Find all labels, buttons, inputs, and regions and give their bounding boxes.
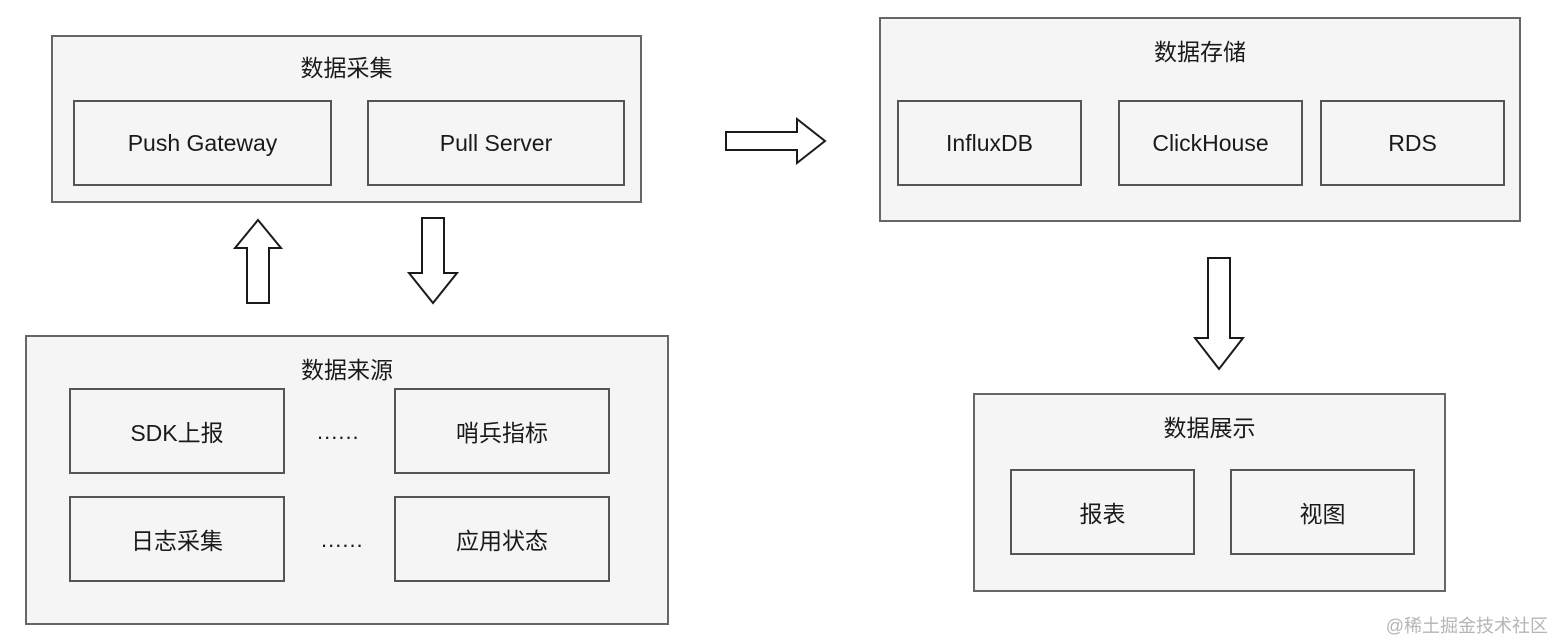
arrow-down-collection-to-source <box>406 217 460 305</box>
node-rds[interactable]: RDS <box>1320 100 1505 186</box>
node-pull-server[interactable]: Pull Server <box>367 100 625 186</box>
watermark: @稀土掘金技术社区 <box>1385 616 1548 636</box>
node-log-collection[interactable]: 日志采集 <box>69 496 285 582</box>
group-title-collection: 数据采集 <box>300 55 393 81</box>
arrow-down-storage-to-display <box>1192 257 1246 371</box>
node-report[interactable]: 报表 <box>1010 469 1195 555</box>
group-data-display: 数据展示 报表 视图 <box>973 393 1446 592</box>
node-influxdb[interactable]: InfluxDB <box>897 100 1082 186</box>
group-title-source: 数据来源 <box>301 357 393 383</box>
group-data-collection: 数据采集 Push Gateway Pull Server <box>51 35 642 203</box>
ellipsis-row-2: ...... <box>321 527 364 552</box>
node-app-status[interactable]: 应用状态 <box>394 496 610 582</box>
arrow-up-source-to-collection <box>232 218 284 304</box>
group-data-source: 数据来源 SDK上报 ...... 哨兵指标 日志采集 ...... 应用状态 <box>25 335 669 625</box>
node-view[interactable]: 视图 <box>1230 469 1415 555</box>
group-title-display: 数据展示 <box>1163 415 1256 441</box>
node-sentinel-metrics[interactable]: 哨兵指标 <box>394 388 610 474</box>
arrow-right-collection-to-storage <box>725 116 827 166</box>
node-clickhouse[interactable]: ClickHouse <box>1118 100 1303 186</box>
group-title-storage: 数据存储 <box>1154 39 1246 65</box>
node-push-gateway[interactable]: Push Gateway <box>73 100 332 186</box>
node-sdk-report[interactable]: SDK上报 <box>69 388 285 474</box>
ellipsis-row-1: ...... <box>317 419 360 444</box>
group-data-storage: 数据存储 InfluxDB ClickHouse RDS <box>879 17 1521 222</box>
